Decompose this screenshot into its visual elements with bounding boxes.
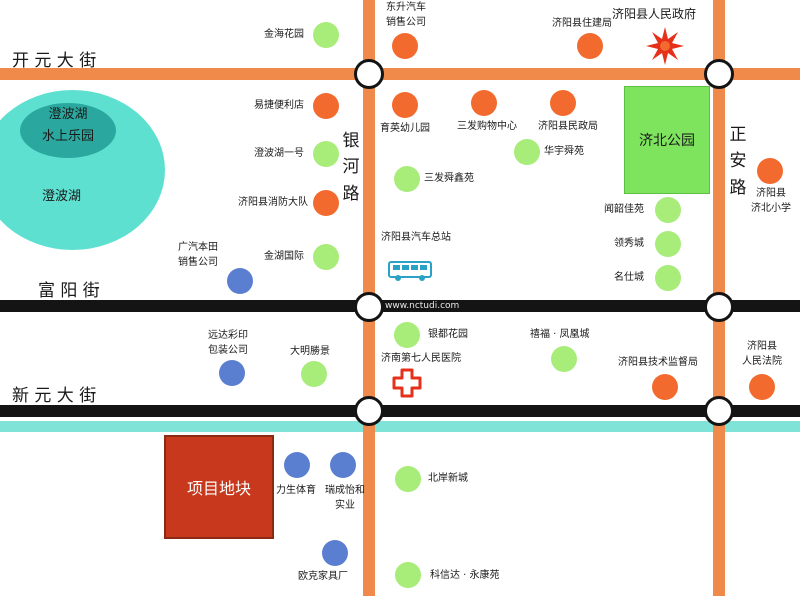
wenshao-marker [655, 197, 681, 223]
xinyuan-street [0, 405, 800, 417]
mingshi-marker [655, 265, 681, 291]
beian-label: 北岸新城 [428, 473, 468, 484]
yuying-marker [392, 92, 418, 118]
tech-supervision-label: 济阳县技术监督局 [618, 357, 698, 368]
zhengan-road-label: 正安路 [729, 125, 747, 198]
fuyang-street-label: 富 阳 街 [38, 281, 100, 301]
sanfa-shopping-marker [471, 90, 497, 116]
gac-honda-marker [227, 268, 253, 294]
kaiyuan-street [0, 68, 800, 80]
kexinda-marker [395, 562, 421, 588]
jinhu-marker [313, 244, 339, 270]
beian-marker [395, 466, 421, 492]
wenshao-label: 闻韶佳苑 [604, 204, 644, 215]
oke-label: 欧克家具厂 [298, 571, 348, 582]
lisheng-marker [284, 452, 310, 478]
sun-burst-icon [646, 27, 684, 65]
intersection-node [704, 59, 734, 89]
huayu-label: 华宇舜苑 [544, 146, 584, 157]
yindu-marker [394, 322, 420, 348]
intersection-node [354, 292, 384, 322]
court-label: 济阳县人民法院 [742, 341, 782, 367]
jinhai-garden-marker [313, 22, 339, 48]
xifu-label: 禧福 · 凤凰城 [530, 329, 590, 340]
yijie-marker [313, 93, 339, 119]
housing-bureau-marker [577, 33, 603, 59]
government-label: 济阳县人民政府 [612, 7, 697, 21]
jibei-school-label: 济阳县济北小学 [751, 188, 791, 214]
tech-supervision-marker [652, 374, 678, 400]
sanfa-shopping-label: 三发购物中心 [457, 121, 517, 132]
yinhe-road-label: 银河路 [342, 131, 360, 204]
jibei-park: 济北公园 [624, 86, 710, 194]
kexinda-label: 科信达 · 永康苑 [430, 570, 500, 581]
jinhai-garden-label: 金海花园 [264, 29, 304, 40]
intersection-node [354, 59, 384, 89]
lake-water-park-label: 澄波湖 水上乐园 [41, 107, 94, 145]
red-cross-icon [392, 368, 422, 398]
project-block: 项目地块 [164, 435, 274, 539]
jinhu-label: 金湖国际 [264, 251, 304, 262]
sanfa-shunxin-marker [394, 166, 420, 192]
jibei-school-marker [757, 158, 783, 184]
intersection-node [704, 396, 734, 426]
yindu-label: 银都花园 [428, 329, 468, 340]
dongsheng-marker [392, 33, 418, 59]
lake-water-park [20, 103, 116, 158]
gac-honda-label: 广汽本田销售公司 [178, 242, 218, 268]
canal [0, 421, 800, 432]
yijie-label: 易捷便利店 [254, 100, 304, 111]
watermark: www.nctudi.com [385, 301, 460, 311]
yuying-label: 育英幼儿园 [380, 123, 430, 134]
intersection-node [704, 292, 734, 322]
bus-icon [388, 261, 432, 281]
kaiyuan-street-label: 开 元 大 街 [12, 51, 97, 71]
lisheng-label: 力生体育 [276, 485, 316, 496]
daming-marker [301, 361, 327, 387]
chengbohu-yihao-marker [313, 141, 339, 167]
ruicheng-marker [330, 452, 356, 478]
lingxiu-label: 领秀城 [614, 238, 644, 249]
mingshi-label: 名仕城 [614, 272, 644, 283]
sanfa-shunxin-label: 三发舜鑫苑 [424, 173, 474, 184]
chengbohu-yihao-label: 澄波湖一号 [254, 148, 304, 159]
lingxiu-marker [655, 231, 681, 257]
fire-brigade-label: 济阳县消防大队 [238, 197, 308, 208]
yuanda-label: 远达彩印包装公司 [208, 330, 248, 356]
oke-marker [322, 540, 348, 566]
bus-station-label: 济阳县汽车总站 [381, 232, 451, 243]
dongsheng-label: 东升汽车销售公司 [386, 2, 426, 28]
daming-label: 大明勝景 [290, 346, 330, 357]
lake-label: 澄波湖 [42, 189, 82, 204]
ruicheng-label: 瑞成怡和实业 [325, 485, 365, 511]
xifu-marker [551, 346, 577, 372]
housing-bureau-label: 济阳县住建局 [552, 18, 612, 29]
xinyuan-street-label: 新 元 大 街 [12, 386, 97, 406]
hospital-label: 济南第七人民医院 [381, 353, 461, 364]
civil-affairs-label: 济阳县民政局 [538, 121, 598, 132]
yuanda-marker [219, 360, 245, 386]
civil-affairs-marker [550, 90, 576, 116]
intersection-node [354, 396, 384, 426]
huayu-marker [514, 139, 540, 165]
fuyang-street [0, 300, 800, 312]
fire-brigade-marker [313, 190, 339, 216]
court-marker [749, 374, 775, 400]
